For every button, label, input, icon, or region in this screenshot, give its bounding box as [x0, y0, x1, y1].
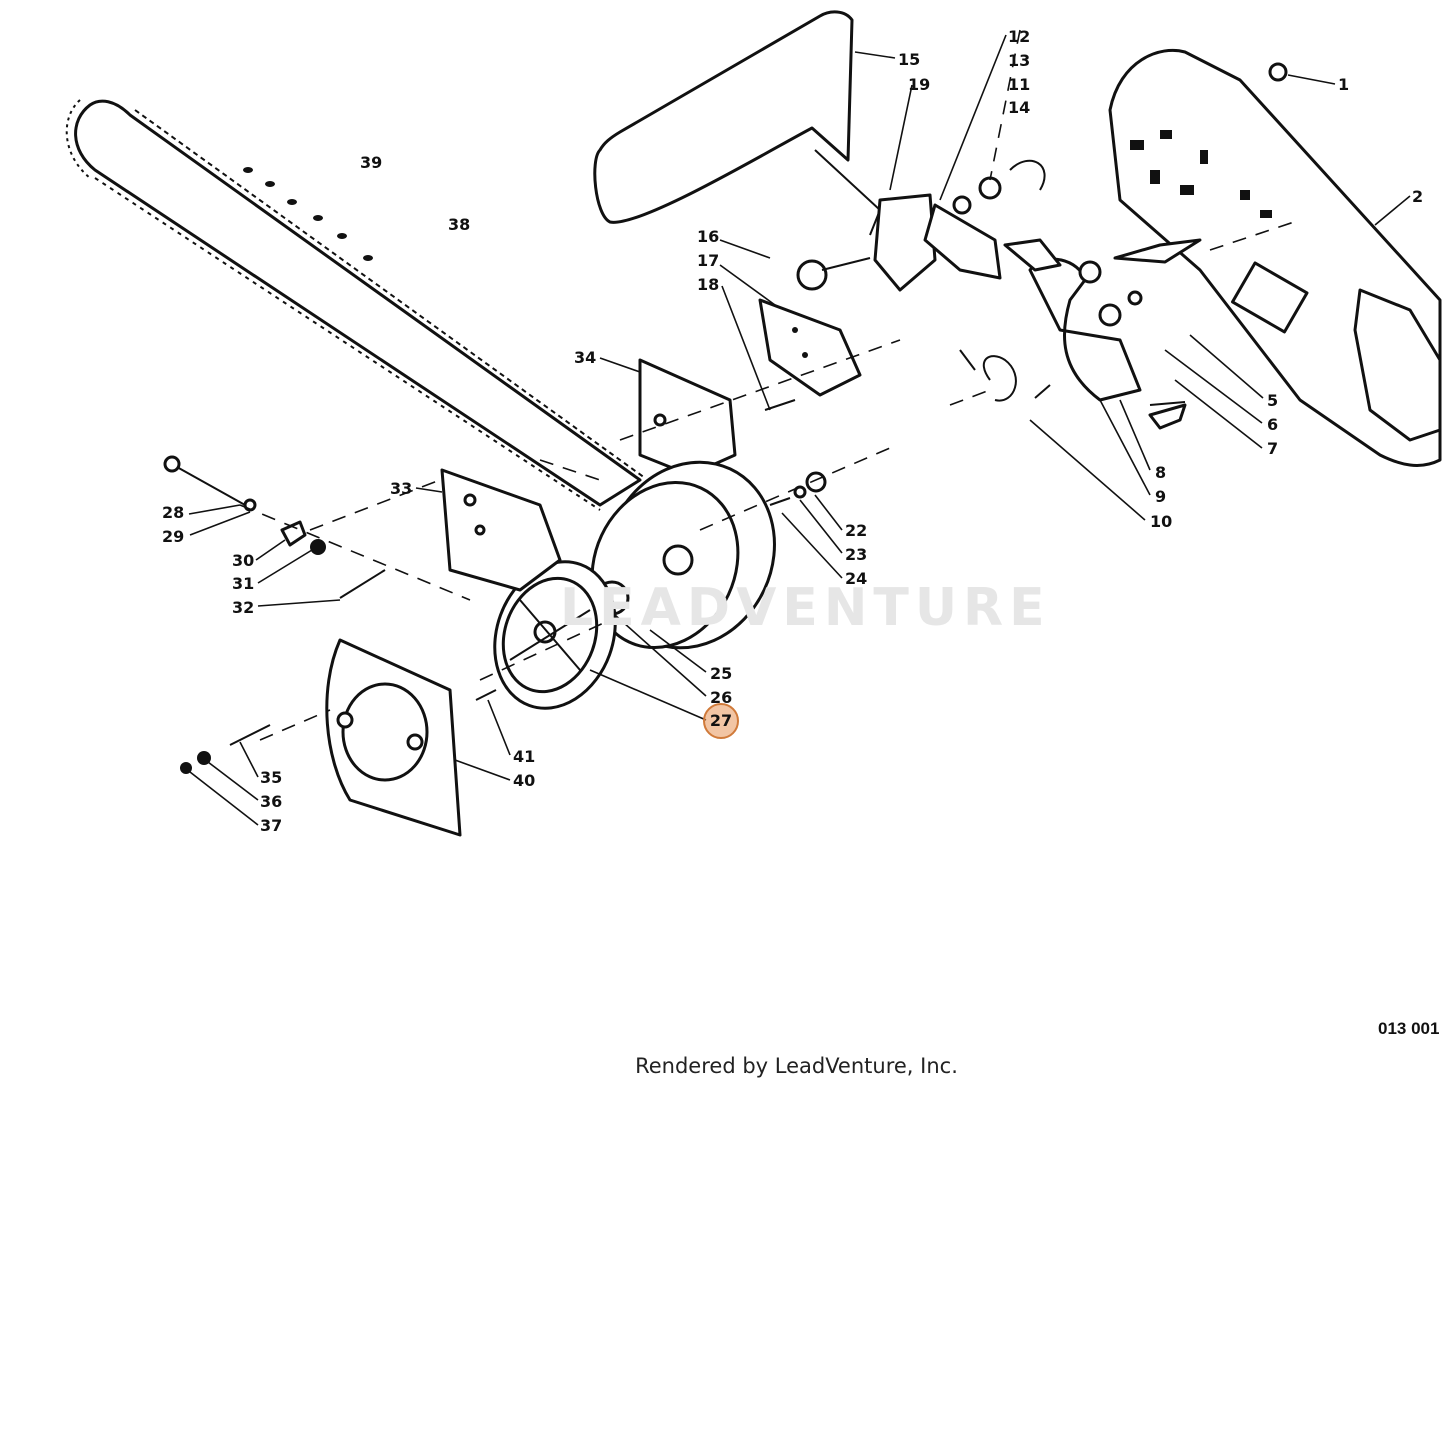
callout-6[interactable]: 6 [1267, 415, 1278, 434]
callout-32[interactable]: 32 [232, 598, 254, 617]
callout-12[interactable]: 12 [1008, 27, 1030, 46]
figure-code: 013 001 [1378, 1019, 1440, 1038]
callout-33[interactable]: 33 [390, 479, 412, 498]
leader-lines [188, 34, 1411, 826]
callout-8[interactable]: 8 [1155, 463, 1166, 482]
callout-19[interactable]: 19 [908, 75, 930, 94]
hardware-small-parts [163, 401, 1186, 774]
assembly-lines [239, 29, 1301, 741]
callout-17[interactable]: 17 [697, 251, 719, 270]
plate-34 [638, 358, 737, 477]
render-credit-text: Rendered by LeadVenture, Inc. [635, 1054, 958, 1078]
callout-27-highlight[interactable] [703, 703, 739, 739]
callout-39[interactable]: 39 [360, 153, 382, 172]
callout-11[interactable]: 11 [1008, 75, 1030, 94]
callout-37[interactable]: 37 [260, 816, 282, 835]
front-handle-15 [593, 10, 882, 236]
callout-40[interactable]: 40 [513, 771, 535, 790]
brake-assembly-parts [796, 159, 1202, 430]
callout-30[interactable]: 30 [232, 551, 254, 570]
callout-25[interactable]: 25 [710, 664, 732, 683]
callout-16[interactable]: 16 [697, 227, 719, 246]
callout-38[interactable]: 38 [448, 215, 470, 234]
callout-15[interactable]: 15 [898, 50, 920, 69]
callout-23[interactable]: 23 [845, 545, 867, 564]
nut-1 [1268, 62, 1288, 82]
bracket-18 [758, 298, 862, 411]
engine-housing-2 [1108, 48, 1442, 467]
clutch-drum-25 [590, 460, 776, 650]
callout-10[interactable]: 10 [1150, 512, 1172, 531]
plate-33 [440, 468, 562, 592]
callout-7[interactable]: 7 [1267, 439, 1278, 458]
callout-22[interactable]: 22 [845, 521, 867, 540]
render-credit: Rendered by LeadVenture, Inc. [0, 1054, 1445, 1078]
callout-9[interactable]: 9 [1155, 487, 1166, 506]
callout-29[interactable]: 29 [162, 527, 184, 546]
callout-28[interactable]: 28 [162, 503, 184, 522]
clutch-cover-40 [325, 638, 462, 837]
callout-1[interactable]: 1 [1338, 75, 1349, 94]
callout-27[interactable]: 27 [709, 711, 733, 730]
callout-36[interactable]: 36 [260, 792, 282, 811]
callout-2[interactable]: 2 [1412, 187, 1423, 206]
callout-26[interactable]: 26 [710, 688, 732, 707]
guide-bar-39 [65, 99, 646, 511]
clutch-26 [493, 560, 617, 710]
callout-31[interactable]: 31 [232, 574, 254, 593]
callout-13[interactable]: 13 [1008, 51, 1030, 70]
callout-41[interactable]: 41 [513, 747, 535, 766]
callout-14[interactable]: 14 [1008, 98, 1030, 117]
callout-24[interactable]: 24 [845, 569, 867, 588]
callout-34[interactable]: 34 [574, 348, 596, 367]
callout-35[interactable]: 35 [260, 768, 282, 787]
callout-5[interactable]: 5 [1267, 391, 1278, 410]
callout-labels: 1 2 5 6 7 8 9 10 12 13 11 14 15 19 16 17… [162, 27, 1423, 835]
callout-18[interactable]: 18 [697, 275, 719, 294]
